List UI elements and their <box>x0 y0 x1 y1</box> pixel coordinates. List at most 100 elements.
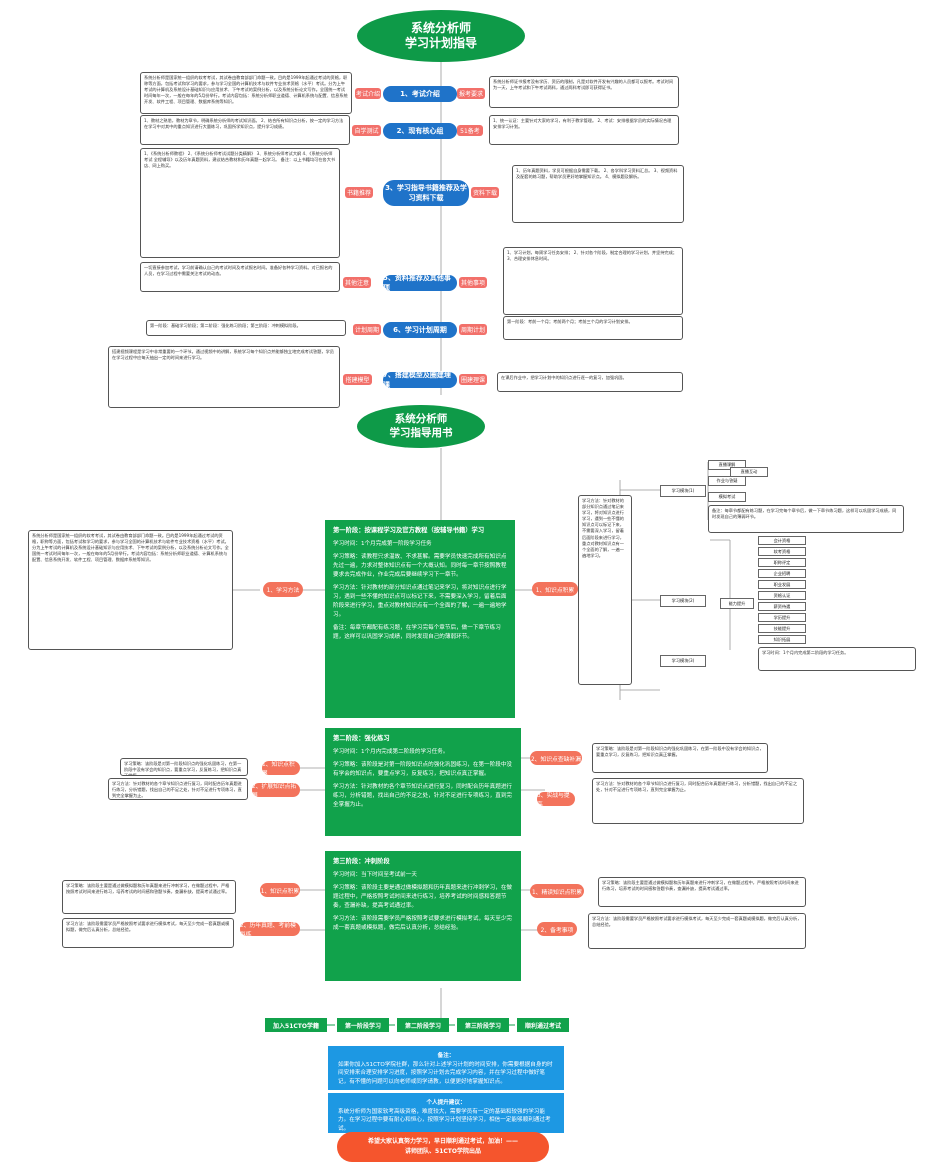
phase-3-para: 学习方法：该阶段需要学员严格按照考试要求进行模拟考试，每天至少完成一套真题或模拟… <box>333 915 513 931</box>
phase-1-box: 第一阶段：按课程学习及官方教程（按辅导书籍）学习 学习时间：1个月完成第一阶段学… <box>325 520 515 718</box>
note-books-left: 1、《系统分析师教程》 2、《系统分析师考试试题分类精解》 3、系统分析师考试大… <box>140 148 340 258</box>
phase-2-para: 学习策略：该阶段是对第一阶段知识点的强化巩固练习，在第一阶段中没有学会的知识点，… <box>333 762 513 777</box>
phase-2-heading: 第二阶段：强化练习 <box>333 735 390 742</box>
phase-3-para: 学习策略：该阶段主要是通过做模拟题和历年真题来进行冲刺学习，在做题过程中，严格按… <box>333 885 513 909</box>
flow-step-phase-1[interactable]: 第一阶段学习 <box>337 1018 389 1032</box>
note-exam-intro-right: 系统分析师证书报考没有学历、资历的限制，凡是对软件开发有兴趣的人员都可以报考。考… <box>489 76 679 108</box>
node-books-downloads[interactable]: 3、学习指导书籍推荐及学习资料下载 <box>383 180 469 206</box>
note-exam-notes: 学习方法：该阶段需要学员严格按照考试要求进行模拟考试，每天至少完成一套真题或模拟… <box>588 913 806 949</box>
right-col-label-2: 学习模块(2) <box>660 595 706 607</box>
right-list-notes: 学习方法：针对教材的部分知识点通过笔记来学习，将对知识点进行学习，遇到一些不懂的… <box>578 495 632 685</box>
node-resources[interactable]: 5、资料推荐及其他事项 <box>383 274 457 292</box>
note-intensive: 学习策略：该阶段主要是通过做模拟题和历年真题来进行冲刺学习，在做题过程中，严格按… <box>598 877 806 907</box>
info-note-box: 备注： 如果你加入51CTO学院社群，那么针对上述学习计划的时间安排，你需要根据… <box>328 1046 564 1090</box>
tag-books-left[interactable]: 书籍推荐 <box>345 187 373 198</box>
info-advice-text: 系统分析师为国家软考高级资格，难度较大，需要学员有一定的基础和较强的学习能力。在… <box>338 1108 551 1132</box>
right-mid-item: 职业发展 <box>758 580 806 589</box>
phase-1-para: 学习策略：读教程只求温故、不求甚解。需要学员快速完成所有知识点先过一遍，力求对整… <box>333 554 507 578</box>
node-core-group[interactable]: 2、现有核心组 <box>383 123 457 139</box>
note-exam-intro-left: 系统分析师是国家统一组织的软考考试，其试卷由教育部部门命题一致。目的是1999年… <box>140 72 352 114</box>
phase-3-plan: 学习时间：当下时间至考试前一天 <box>333 872 417 879</box>
node-exam-intro[interactable]: 1、考试介绍 <box>383 86 457 102</box>
phase-2-plan: 学习时间：1个月内完成第二阶段的学习任务。 <box>333 749 449 756</box>
tag-exam-intro-left[interactable]: 考试介绍 <box>355 88 381 99</box>
right-mid-label: 能力提升 <box>720 598 754 609</box>
left-pill-extension[interactable]: 2、扩展知识点拓展 <box>252 783 300 799</box>
tag-core-group-left[interactable]: 自学测试 <box>352 125 381 136</box>
phase-2-box: 第二阶段：强化练习 学习时间：1个月内完成第二阶段的学习任务。 学习策略：该阶段… <box>325 728 521 836</box>
tag-modeling-right[interactable]: 圈建理课 <box>459 374 487 385</box>
info-note-title: 备注： <box>437 1053 455 1059</box>
right-pill-intensive[interactable]: 1、精读知识点积累 <box>530 884 584 898</box>
tag-plan-cycle-left[interactable]: 计划周期 <box>353 324 381 335</box>
info-advice-box: 个人提升建议： 系统分析师为国家软考高级资格，难度较大，需要学员有一定的基础和较… <box>328 1093 564 1133</box>
note-gap-fill: 学习策略：该阶段是对第一阶段知识点的强化巩固练习，在第一阶段中没有学会的知识点，… <box>592 743 768 773</box>
phase-1-plan: 学习时间：1个月完成第一阶段学习任务 <box>333 541 432 548</box>
right-top-item: 模拟考试 <box>708 492 746 502</box>
info-advice-title: 个人提升建议： <box>426 1100 466 1106</box>
right-pill-exam-notes[interactable]: 2、备考事项 <box>537 922 577 936</box>
right-top-item: 直播课解 <box>708 460 746 470</box>
note-resources-left: 一切直接参加考试，学习前请确认自己的考试时间及考试报名时间。准备好各种学习资料。… <box>140 262 340 292</box>
right-col-label-3: 学习模块(3) <box>660 655 706 667</box>
phase-1-para: 备注：每章节都配有练习题，在学习完每个章节后，做一下章节练习题，这样可以巩固学习… <box>333 624 501 640</box>
phase-3-box: 第三阶段：冲刺阶段 学习时间：当下时间至考试前一天 学习策略：该阶段主要是通过做… <box>325 851 521 981</box>
right-pill-practice[interactable]: 3、实战与提高 <box>537 792 575 808</box>
phase-3-heading: 第三阶段：冲刺阶段 <box>333 858 390 865</box>
left-pill-study-method[interactable]: 1、学习方法 <box>263 582 303 597</box>
right-top-note: 备注：每章节都配有练习题，在学习完每个章节后，做一下章节练习题，这样可以巩固学习… <box>708 505 904 533</box>
left-pill-knowledge[interactable]: 1、知识点积累 <box>262 761 300 777</box>
note-study-method: 系统分析师是国家统一组织的软考考试，其试卷由教育部部门命题一致。目的是1999年… <box>28 530 233 650</box>
note-resources-right: 1、学习计划，每周学习任务安排； 2、针对各个阶段，制定合理的学习计划，并坚持完… <box>503 247 683 315</box>
right-mid-note: 学习时间：1个月内完成第二阶段的学习任务。 <box>758 647 916 671</box>
right-pill-knowledge[interactable]: 1、知识点积累 <box>532 582 578 596</box>
right-mid-item: 学历提升 <box>758 613 806 622</box>
tag-modeling-left[interactable]: 搭建模型 <box>343 374 372 385</box>
right-mid-item: 职称评定 <box>758 558 806 567</box>
tag-resources-left[interactable]: 其他注意 <box>343 277 371 288</box>
phase-1-para: 学习方法：针对教材的部分知识点通过笔记来学习，将对知识点进行学习，遇到一些不懂的… <box>333 584 507 618</box>
right-mid-item: 知识拓展 <box>758 635 806 644</box>
right-mid-item: 薪资待遇 <box>758 602 806 611</box>
note-practice: 学习方法：针对教材的各个章节知识点进行复习，同时配合历年真题进行练习，分析错题，… <box>592 778 804 824</box>
info-note-text: 如果你加入51CTO学院社群，那么针对上述学习计划的时间安排，你需要根据自身的时… <box>338 1061 553 1085</box>
left-pill-mock-exam[interactable]: 2、历年真题、考前模拟练 <box>240 922 300 938</box>
right-mid-item: 企业招聘 <box>758 569 806 578</box>
closing-line-1: 希望大家认真努力学习，早日顺利通过考试，加油！—— <box>367 1137 518 1145</box>
tag-books-right[interactable]: 资料下载 <box>471 187 499 198</box>
right-mid-item: 会计资格 <box>758 536 806 545</box>
phase-1-heading: 第一阶段：按课程学习及官方教程（按辅导书籍）学习 <box>333 527 485 534</box>
node-plan-cycle[interactable]: 6、学习计划周期 <box>383 322 457 338</box>
flow-step-pass[interactable]: 顺利通过考试 <box>517 1018 569 1032</box>
note-modeling-right: 在课后作业中，把学习计划中的知识点进行逐一的复习，加强巩固。 <box>497 372 683 392</box>
flow-step-join[interactable]: 加入51CTO学籍 <box>265 1018 327 1032</box>
right-top-item: 直播互动 <box>730 467 768 477</box>
right-pill-gap-fill[interactable]: 2、知识点查缺补漏 <box>530 751 582 765</box>
map2-title: 系统分析师 学习指导用书 <box>357 405 485 448</box>
map1-title: 系统分析师 学习计划指导 <box>357 10 525 62</box>
right-mid-item: 技能提升 <box>758 624 806 633</box>
note-plan-cycle-right: 第一阶段：考前一个月；考前两个月；考前三个月的学习计划安排。 <box>503 316 683 340</box>
flow-step-phase-2[interactable]: 第二阶段学习 <box>397 1018 449 1032</box>
tag-resources-right[interactable]: 其他事项 <box>459 277 487 288</box>
note-plan-cycle-left: 第一阶段：基础学习阶段；第二阶段：强化练习阶段；第三阶段：冲刺模拟阶段。 <box>146 320 346 336</box>
right-top-item: 作业与答疑 <box>708 476 746 486</box>
note-modeling-left: 搭建视频课程是学习中非常重要的一个环节。通过视频中的讲解，系统学习每个知识点并能… <box>108 346 340 408</box>
note-core-group-left: 1、教材之熟悉，教材为章节，明确系统分析师的考试知识面。 2、结合所有知识点分析… <box>140 115 350 145</box>
note-books-right: 1、历年真题资料，学员可根据自身需要下载。 2、各学科学习资料汇总。 3、视频资… <box>512 165 684 223</box>
right-mid-item: 资格认证 <box>758 591 806 600</box>
left-pill-knowledge-2[interactable]: 1、知识点积累 <box>260 883 300 897</box>
note-extension: 学习方法：针对教材的各个章节知识点进行复习，同时配合历年真题进行练习，分析错题，… <box>108 778 248 800</box>
right-col-label-1: 学习模块(1) <box>660 485 706 497</box>
closing-line-2: 讲师团队、51CTO学院出品 <box>405 1148 481 1155</box>
tag-core-group-right[interactable]: 51备考 <box>457 125 483 136</box>
note-knowledge: 学习策略：该阶段是对第一阶段知识点的强化巩固练习，在第一阶段中没有学会的知识点，… <box>120 758 248 776</box>
tag-exam-intro-right[interactable]: 报考要求 <box>457 88 485 99</box>
node-modeling[interactable]: 7、搭建模型及圈建理课 <box>383 371 457 389</box>
closing-banner: 希望大家认真努力学习，早日顺利通过考试，加油！—— 讲师团队、51CTO学院出品 <box>337 1132 549 1162</box>
note-mock-exam: 学习方法：该阶段需要学员严格按照考试要求进行模拟考试，每天至少完成一套真题或模拟… <box>62 918 234 948</box>
flow-step-phase-3[interactable]: 第三阶段学习 <box>457 1018 509 1032</box>
tag-plan-cycle-right[interactable]: 周期计划 <box>459 324 487 335</box>
right-mid-item: 软考资格 <box>758 547 806 556</box>
phase-2-para: 学习方法：针对教材的各个章节知识点进行复习，同时配合历年真题进行练习，分析错题，… <box>333 783 513 808</box>
